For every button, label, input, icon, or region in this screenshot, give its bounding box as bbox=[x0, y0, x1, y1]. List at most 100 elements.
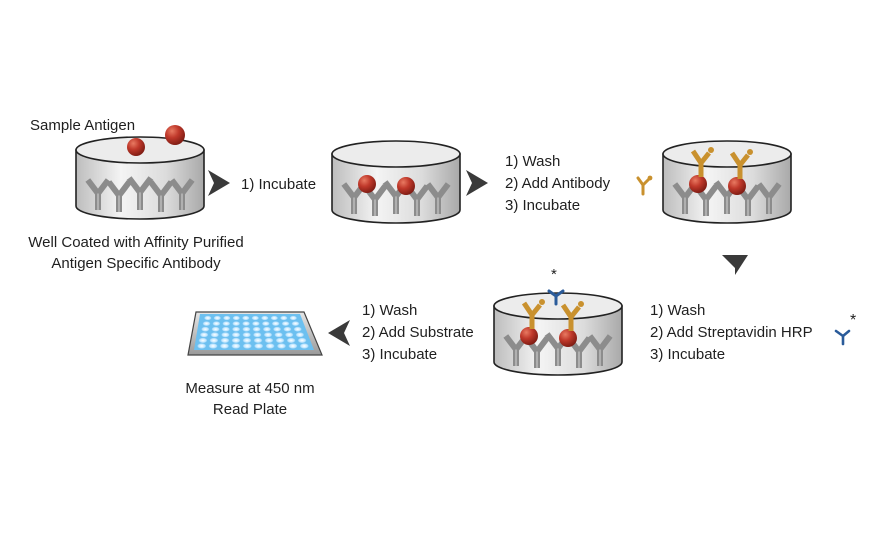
plate-well bbox=[222, 321, 231, 326]
well-wall bbox=[331, 153, 461, 224]
plate-well bbox=[242, 337, 252, 343]
capture-antibody-icon bbox=[126, 176, 154, 210]
well-caption-line1: Well Coated with Affinity Purified bbox=[28, 234, 244, 251]
plate-well bbox=[242, 343, 252, 349]
plate-well bbox=[288, 343, 298, 349]
step4-line1: 1) Wash bbox=[362, 302, 418, 319]
plate-well bbox=[262, 326, 271, 332]
antigen-sphere bbox=[520, 327, 538, 345]
plate-well bbox=[264, 337, 274, 343]
plate-caption-line2: Read Plate bbox=[212, 401, 288, 418]
plate-well bbox=[242, 326, 251, 332]
plate-well bbox=[202, 321, 211, 326]
plate-well bbox=[210, 332, 219, 338]
plate-well bbox=[280, 315, 288, 321]
plate-well bbox=[274, 332, 283, 338]
well-streptavidin bbox=[493, 289, 623, 376]
streptavidin-hrp-icon bbox=[834, 329, 851, 346]
detection-antibody-icon bbox=[729, 149, 753, 179]
plate-well bbox=[208, 343, 218, 349]
arrow-down bbox=[722, 255, 748, 275]
step2-line1: 1) Wash bbox=[505, 153, 561, 170]
plate-caption-line1: Measure at 450 nm bbox=[185, 380, 315, 397]
plate-well bbox=[204, 315, 212, 321]
plate-well bbox=[242, 315, 250, 321]
plate-well bbox=[223, 315, 231, 321]
arrows-layer bbox=[208, 170, 748, 346]
plate-well bbox=[242, 321, 250, 326]
plate-well bbox=[273, 326, 282, 332]
plate-well bbox=[242, 332, 251, 338]
plate-well bbox=[220, 337, 230, 343]
plate-well bbox=[209, 337, 219, 343]
antigen-sphere bbox=[165, 125, 185, 145]
step3-line1: 1) Wash bbox=[650, 302, 706, 319]
plate-well bbox=[297, 337, 307, 343]
well-antigen-bound bbox=[331, 140, 461, 224]
plate-well bbox=[281, 321, 290, 326]
plate-well bbox=[263, 332, 273, 338]
asterisk-well4: * bbox=[551, 266, 557, 283]
plate-well bbox=[277, 343, 286, 349]
capture-antibody-icon bbox=[148, 180, 174, 212]
antigen-sphere bbox=[559, 329, 577, 347]
capture-antibody-icon bbox=[169, 178, 195, 210]
plate-well bbox=[212, 321, 221, 326]
well-rim bbox=[331, 140, 461, 168]
antigen-sphere bbox=[358, 175, 376, 193]
wells-layer bbox=[75, 125, 792, 376]
plate-well bbox=[286, 337, 296, 343]
plate-well bbox=[198, 337, 208, 343]
step3-line3: 3) Incubate bbox=[650, 346, 726, 363]
plate-well bbox=[221, 326, 230, 332]
plate-well bbox=[275, 337, 285, 343]
plate-well bbox=[220, 343, 229, 349]
well-wall bbox=[662, 153, 792, 224]
capture-antibody-icon bbox=[587, 334, 613, 366]
plate-well bbox=[270, 315, 278, 321]
antigen-sphere bbox=[689, 175, 707, 193]
plate-well bbox=[197, 343, 207, 349]
plate-well bbox=[251, 315, 259, 321]
capture-antibody-icon bbox=[85, 178, 111, 210]
plate-well bbox=[252, 326, 261, 332]
plate-well bbox=[253, 337, 263, 343]
arrow-right-1 bbox=[208, 170, 230, 196]
well-rim bbox=[662, 140, 792, 168]
plate-well bbox=[252, 321, 260, 326]
plate-well bbox=[211, 326, 220, 332]
plate-well bbox=[271, 321, 280, 326]
plate-well bbox=[254, 343, 264, 349]
well-wall bbox=[493, 305, 623, 376]
step4-line2: 2) Add Substrate bbox=[362, 324, 474, 341]
arrow-right-2 bbox=[466, 170, 488, 196]
plate-well bbox=[299, 343, 309, 349]
plate-well bbox=[231, 343, 241, 349]
well-coated bbox=[75, 136, 205, 220]
antigen-sphere bbox=[728, 177, 746, 195]
well-wall bbox=[75, 149, 205, 220]
step2-line3: 3) Incubate bbox=[505, 197, 581, 214]
well-rim bbox=[493, 292, 623, 320]
plate-well bbox=[232, 315, 240, 321]
asterisk-legend: * bbox=[850, 312, 857, 329]
antigen-sphere bbox=[397, 177, 415, 195]
step-incubate-label: 1) Incubate bbox=[241, 176, 317, 193]
step4-line3: 3) Incubate bbox=[362, 346, 438, 363]
plate-well bbox=[285, 332, 294, 338]
sample-antigen-label: Sample Antigen bbox=[30, 117, 136, 134]
antigen-sphere bbox=[127, 138, 145, 156]
well-caption-line2: Antigen Specific Antibody bbox=[51, 255, 221, 272]
streptavidin-hrp-icon bbox=[547, 289, 565, 306]
detection-antibody-icon bbox=[560, 301, 584, 331]
plate-well bbox=[213, 315, 221, 321]
plate-well bbox=[231, 337, 241, 343]
plate-well bbox=[283, 326, 292, 332]
plate-well bbox=[231, 332, 241, 338]
capture-antibody-icon bbox=[756, 182, 782, 214]
well-detection-antibody bbox=[662, 140, 792, 224]
capture-antibody-icon bbox=[425, 182, 451, 214]
plate-well bbox=[221, 332, 230, 338]
